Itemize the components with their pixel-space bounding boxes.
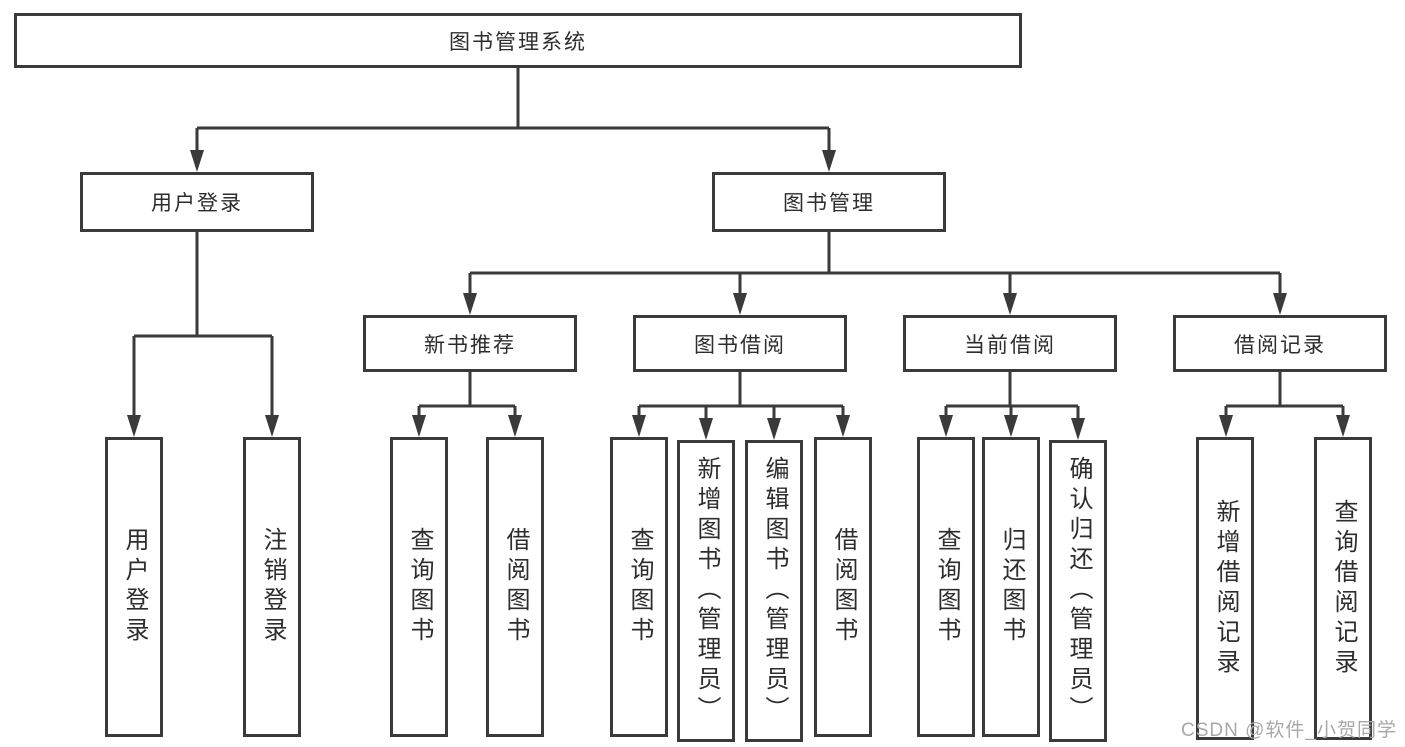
leaf-newrec-borrow-books-label: 借阅图书 bbox=[502, 527, 529, 647]
node-current-borrow: 当前借阅 bbox=[903, 315, 1117, 372]
leaf-current-query-books-label: 查询图书 bbox=[933, 527, 960, 647]
node-root-label: 图书管理系统 bbox=[449, 30, 587, 54]
csdn-watermark: CSDN @软件_小贺同学 bbox=[1181, 720, 1397, 741]
node-root: 图书管理系统 bbox=[14, 13, 1022, 68]
leaf-newrec-query-books: 查询图书 bbox=[390, 437, 448, 737]
leaf-records-add-record: 新增借阅记录 bbox=[1196, 437, 1254, 740]
leaf-borrow-borrow-books: 借阅图书 bbox=[814, 437, 872, 737]
node-user-login-label: 用户登录 bbox=[151, 192, 243, 215]
leaf-current-query-books: 查询图书 bbox=[917, 437, 975, 737]
leaf-records-query-record: 查询借阅记录 bbox=[1314, 437, 1372, 740]
node-current-borrow-label: 当前借阅 bbox=[964, 333, 1056, 357]
leaf-borrow-edit-books-admin-label: 编辑图书（管理员） bbox=[761, 456, 788, 726]
leaf-current-confirm-return-admin-label: 确认归还（管理员） bbox=[1065, 456, 1092, 726]
leaf-borrow-edit-books-admin: 编辑图书（管理员） bbox=[745, 440, 803, 742]
leaf-current-confirm-return-admin: 确认归还（管理员） bbox=[1049, 440, 1107, 742]
node-book-management-label: 图书管理 bbox=[783, 192, 875, 215]
leaf-borrow-query-books-label: 查询图书 bbox=[626, 527, 653, 647]
leaf-current-return-books: 归还图书 bbox=[982, 437, 1040, 737]
leaf-borrow-borrow-books-label: 借阅图书 bbox=[830, 527, 857, 647]
leaf-user-login: 用户登录 bbox=[105, 437, 163, 737]
leaf-logout: 注销登录 bbox=[243, 437, 301, 737]
node-book-management: 图书管理 bbox=[712, 172, 946, 232]
node-new-book-recommend-label: 新书推荐 bbox=[424, 333, 516, 357]
node-borrow-records: 借阅记录 bbox=[1173, 315, 1387, 372]
leaf-logout-label: 注销登录 bbox=[259, 527, 286, 647]
leaf-borrow-add-books-admin: 新增图书（管理员） bbox=[677, 440, 735, 742]
node-new-book-recommend: 新书推荐 bbox=[363, 315, 577, 372]
leaf-user-login-label: 用户登录 bbox=[121, 527, 148, 647]
node-user-login: 用户登录 bbox=[80, 172, 314, 232]
leaf-borrow-add-books-admin-label: 新增图书（管理员） bbox=[693, 456, 720, 726]
leaf-newrec-borrow-books: 借阅图书 bbox=[486, 437, 544, 737]
leaf-records-query-record-label: 查询借阅记录 bbox=[1330, 498, 1357, 679]
node-borrow-records-label: 借阅记录 bbox=[1234, 333, 1326, 357]
node-book-borrow-label: 图书借阅 bbox=[694, 333, 786, 357]
leaf-records-add-record-label: 新增借阅记录 bbox=[1212, 498, 1239, 679]
node-book-borrow: 图书借阅 bbox=[633, 315, 847, 372]
leaf-newrec-query-books-label: 查询图书 bbox=[406, 527, 433, 647]
leaf-current-return-books-label: 归还图书 bbox=[998, 527, 1025, 647]
leaf-borrow-query-books: 查询图书 bbox=[610, 437, 668, 737]
